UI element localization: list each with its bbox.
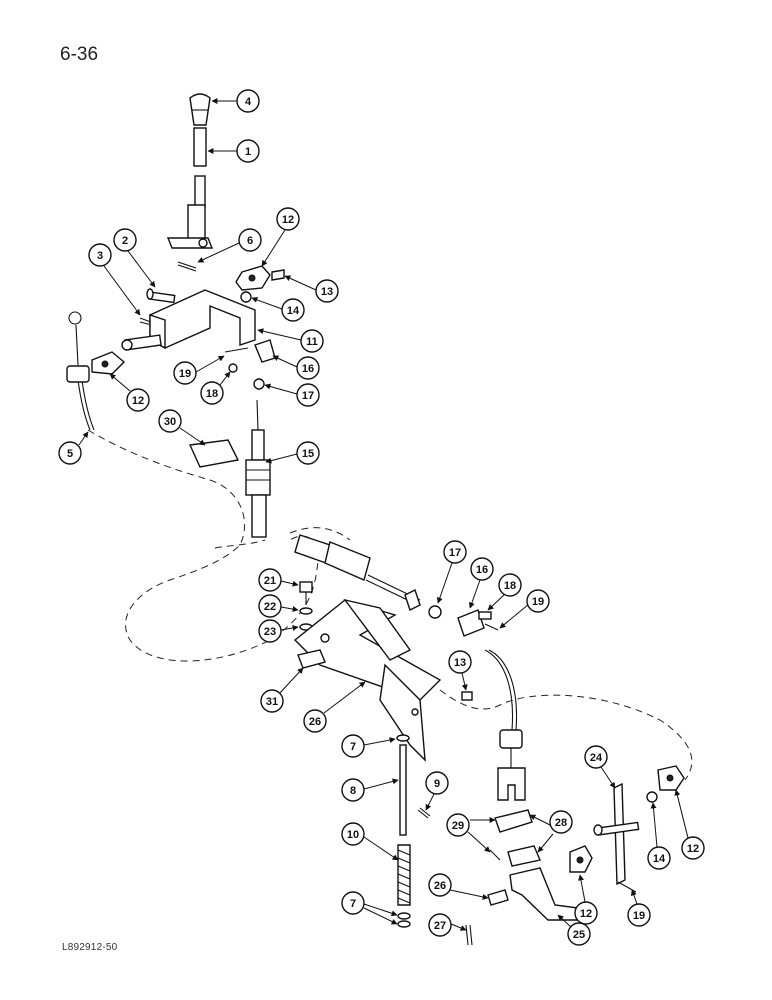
bolt-21	[299, 581, 313, 631]
callout-25: 25	[573, 929, 585, 941]
callout-10: 10	[347, 829, 359, 841]
callout-16-mid: 16	[476, 564, 488, 576]
callouts: 4 1 2 3 6 12 13 14 11 16	[58, 89, 705, 946]
callout-6: 6	[247, 235, 253, 247]
pad	[297, 649, 326, 669]
callout-19-lower: 19	[633, 910, 645, 922]
link-plate	[509, 867, 583, 921]
callout-27: 27	[434, 920, 446, 932]
cable-clevis-upper	[224, 339, 276, 390]
control-cable	[77, 379, 693, 781]
callout-26-bracket: 26	[309, 716, 321, 728]
callout-14: 14	[287, 305, 300, 317]
main-bracket	[293, 598, 473, 762]
callout-17-mid: 17	[449, 547, 461, 559]
callout-21: 21	[264, 575, 276, 587]
clevis-mid	[428, 605, 499, 637]
callout-12-lower: 12	[580, 908, 592, 920]
cotter-pin-9	[417, 807, 431, 819]
callout-28: 28	[555, 817, 567, 829]
callout-17: 17	[302, 390, 314, 402]
cable-end-left	[66, 311, 90, 383]
callout-19: 19	[179, 368, 191, 380]
callout-18: 18	[206, 388, 218, 400]
callout-12: 12	[282, 214, 294, 226]
callout-30: 30	[164, 416, 176, 428]
bushings	[487, 809, 541, 906]
shift-lever	[166, 127, 214, 249]
callout-31: 31	[266, 696, 278, 708]
cable-end-lower	[497, 729, 526, 801]
callout-18-mid: 18	[504, 580, 516, 592]
callout-12-left: 12	[132, 395, 144, 407]
figure-code: L892912-50	[62, 942, 118, 953]
mounting-plate-right	[646, 765, 685, 803]
mounting-plate-left	[91, 351, 126, 375]
callout-7-bottom: 7	[350, 898, 356, 910]
callout-4: 4	[245, 96, 252, 108]
right-lever	[569, 782, 640, 893]
callout-1: 1	[245, 146, 251, 158]
callout-5: 5	[67, 448, 73, 460]
shift-knob	[189, 93, 211, 126]
lever-bracket	[121, 289, 256, 351]
decal	[188, 439, 240, 468]
callout-19-mid: 19	[532, 596, 544, 608]
callout-23: 23	[264, 626, 276, 638]
callout-3: 3	[97, 250, 103, 262]
callout-12-right: 12	[687, 843, 699, 855]
callout-15: 15	[302, 448, 314, 460]
callout-14-right: 14	[653, 853, 666, 865]
callout-29: 29	[452, 820, 464, 832]
callout-22: 22	[264, 601, 276, 613]
page-number: 6-36	[60, 44, 99, 65]
cable-housing-mid	[294, 534, 421, 611]
roll-pin	[177, 261, 197, 272]
callout-13-mid: 13	[454, 657, 466, 669]
callout-11: 11	[306, 336, 318, 348]
callout-7-top: 7	[350, 741, 356, 753]
callout-8: 8	[350, 785, 356, 797]
cable-adjuster	[245, 399, 271, 538]
pin-27	[465, 924, 473, 946]
mounting-plate-upper	[235, 265, 285, 303]
callout-26-pin: 26	[434, 880, 446, 892]
callout-13: 13	[321, 286, 333, 298]
callout-2: 2	[122, 235, 128, 247]
pivot-pin	[146, 288, 176, 304]
callout-9: 9	[434, 778, 440, 790]
rod-assembly	[396, 734, 411, 928]
callout-24: 24	[590, 752, 603, 764]
callout-16: 16	[302, 363, 314, 375]
